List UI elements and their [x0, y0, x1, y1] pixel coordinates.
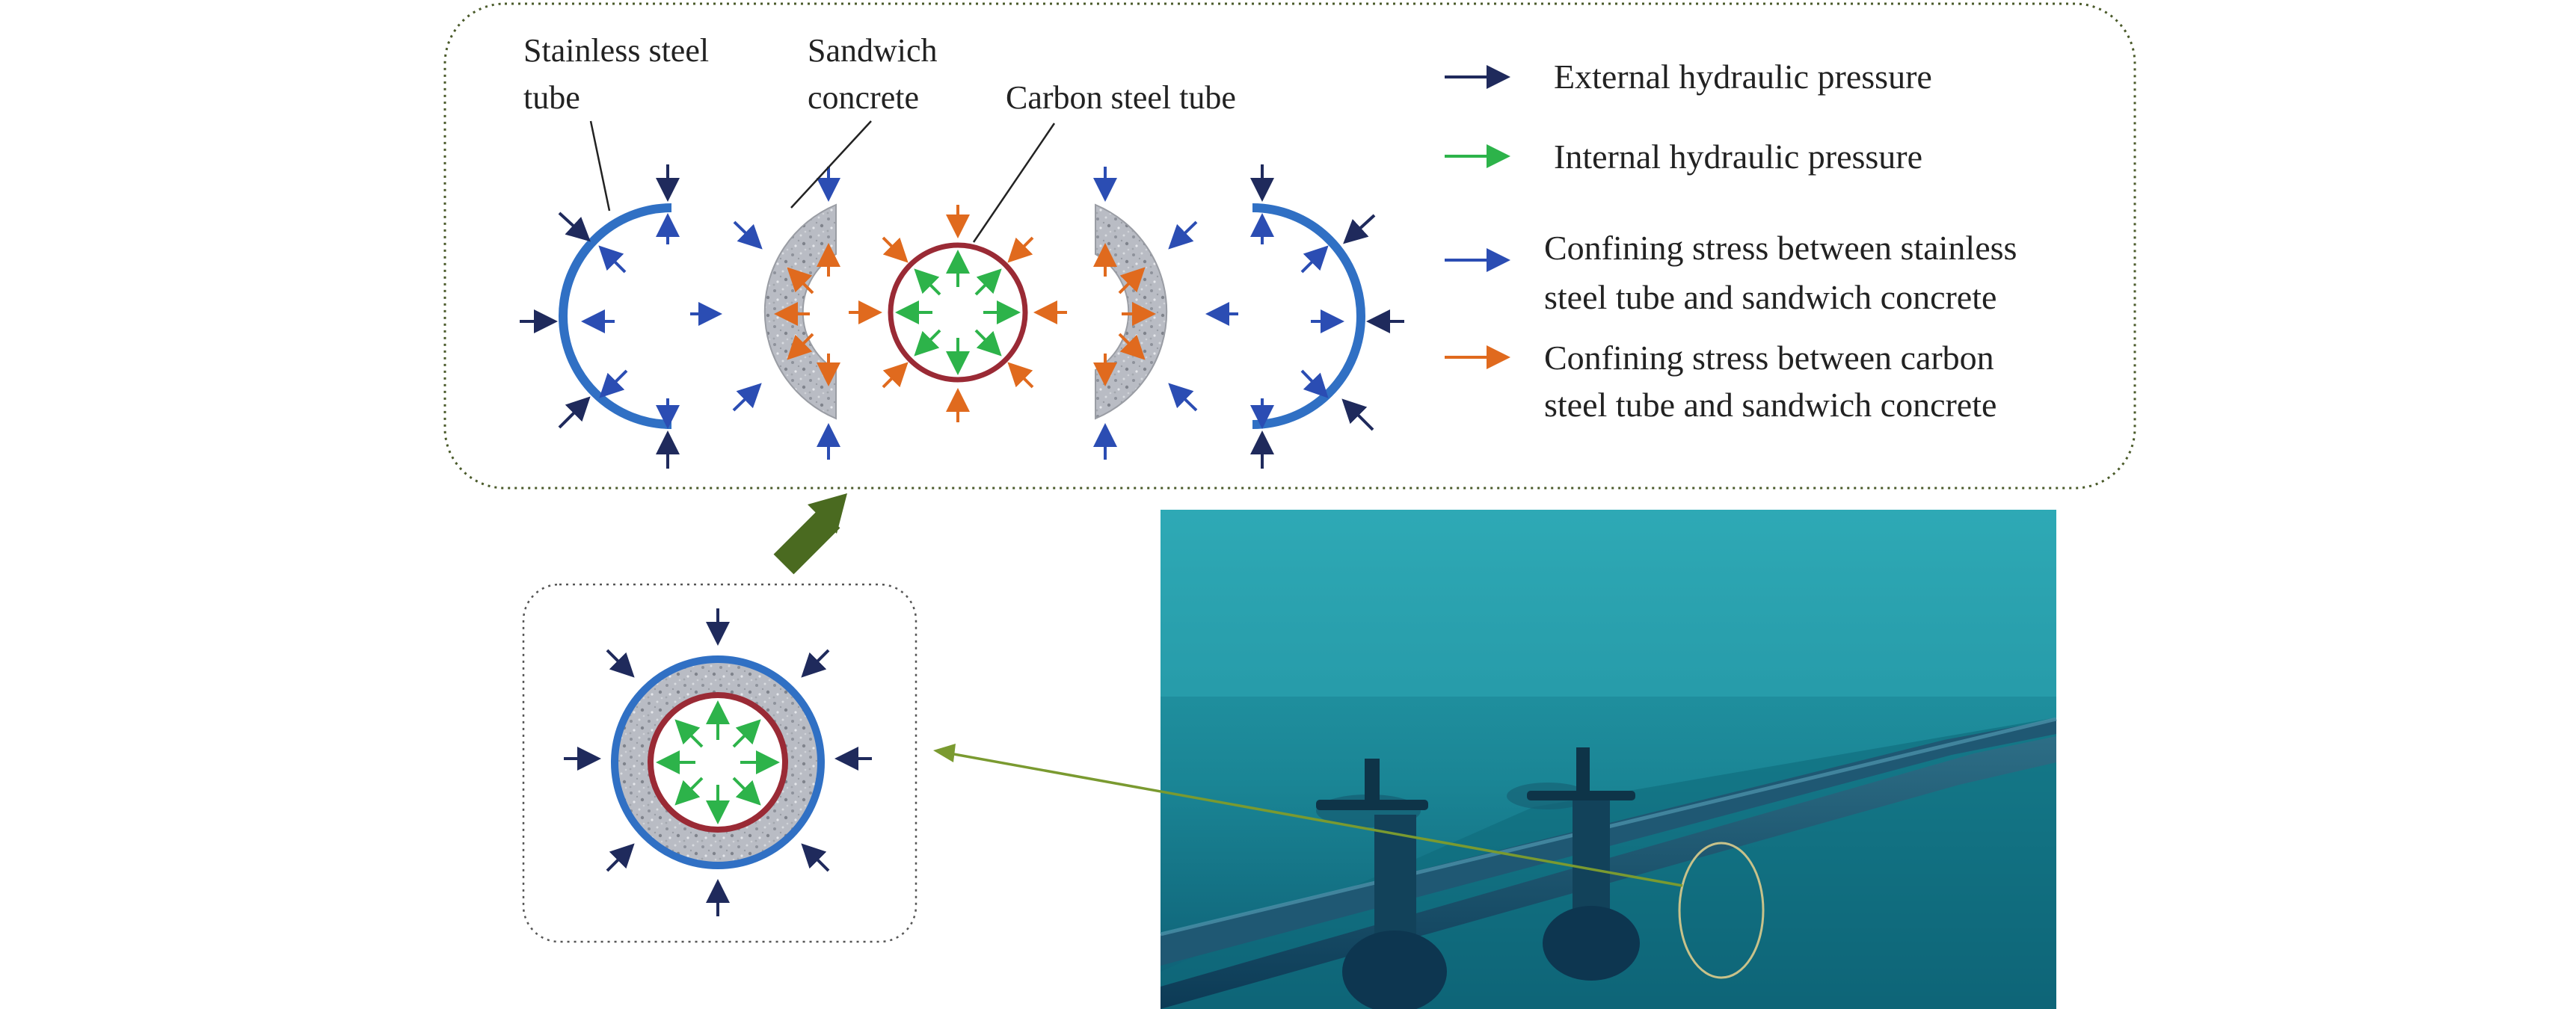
external-arrows-right	[1250, 164, 1404, 469]
composite-internal-arrows	[656, 700, 780, 824]
sandwich-concrete-left-component	[690, 167, 840, 460]
composite-stainless-ring	[611, 655, 825, 869]
carbon-confining-arrows-tube	[849, 205, 1067, 422]
link-arrow	[933, 744, 1683, 887]
concrete-left-ring	[763, 203, 837, 420]
legend-label-0: External hydraulic pressure	[1554, 58, 1932, 96]
legend-label-3a: Confining stress between carbon	[1544, 339, 1994, 377]
concrete-right-ring	[1095, 203, 1168, 420]
legend-label-2a: Confining stress between stainless	[1544, 229, 2017, 267]
stainless-label-line1: Stainless steel	[523, 32, 709, 69]
composite-external-arrows	[564, 608, 872, 916]
zoom-out-arrow-icon	[773, 493, 847, 575]
stainless-tube-right-component	[1250, 164, 1404, 469]
stainless-tube-left-arc	[559, 203, 672, 429]
underwater-pipeline-photo	[1160, 510, 2057, 1009]
stainless-confining-arrows-left	[581, 213, 680, 429]
stress-breakdown-frame	[443, 2, 2136, 490]
stainless-confining-arrows-concrete-right	[1093, 167, 1238, 460]
sandwich-label-line2: concrete	[808, 79, 919, 116]
external-arrows-left	[520, 164, 680, 469]
photo-highlight-ellipse	[1678, 842, 1765, 979]
carbon-label: Carbon steel tube	[1006, 79, 1236, 116]
stainless-tube-left-component	[520, 164, 680, 469]
stainless-confining-arrows-right	[1250, 213, 1344, 429]
composite-carbon-ring	[648, 692, 788, 833]
legend-label-2b: steel tube and sandwich concrete	[1544, 278, 1996, 316]
legend: External hydraulic pressure Internal hyd…	[1445, 58, 2017, 424]
legend-label-3b: steel tube and sandwich concrete	[1544, 386, 1996, 424]
carbon-confining-arrows-concrete-left	[774, 243, 840, 386]
sandwich-leader-line	[790, 120, 872, 209]
carbon-leader-line	[972, 123, 1056, 243]
carbon-steel-tube-component	[849, 205, 1067, 422]
stainless-label-line2: tube	[523, 79, 580, 116]
composite-cross-section	[564, 608, 872, 916]
composite-section-frame	[522, 583, 917, 943]
internal-pressure-arrows	[895, 250, 1021, 375]
stainless-confining-arrows-concrete-left	[690, 167, 840, 460]
stainless-tube-right-arc	[1252, 203, 1365, 429]
stainless-leader-line	[589, 120, 611, 212]
carbon-confining-arrows-concrete-right	[1093, 243, 1156, 386]
sandwich-label-line1: Sandwich	[808, 32, 938, 69]
sandwich-concrete-right-component	[1093, 167, 1238, 460]
legend-label-1: Internal hydraulic pressure	[1554, 138, 1922, 176]
carbon-tube-ring	[888, 242, 1028, 383]
